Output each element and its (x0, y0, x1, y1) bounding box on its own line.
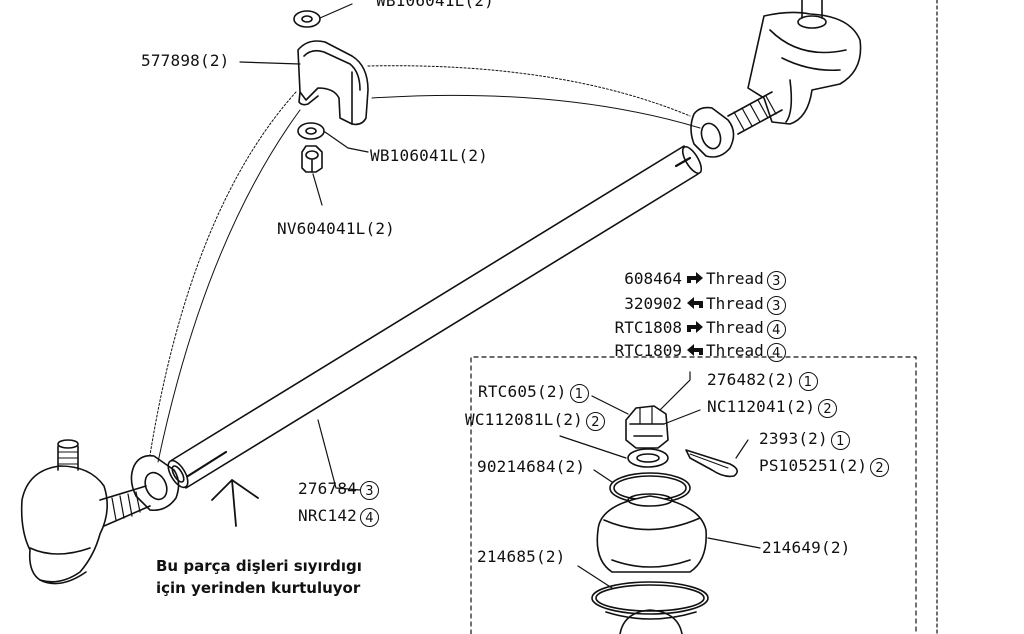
label-276784-part: 276784 (298, 479, 357, 498)
left-hand-thread-icon (686, 343, 704, 357)
leader (593, 469, 613, 483)
clamp-right (690, 106, 735, 158)
boot-214649 (596, 493, 707, 573)
leader (559, 435, 627, 459)
leader (663, 409, 701, 425)
ref-circle: 4 (766, 320, 786, 339)
leader (735, 439, 749, 459)
label-276482-part: 276482(2) (707, 370, 796, 389)
label-nv604041l: NV604041L(2) (277, 219, 395, 238)
ref-circle: 1 (569, 384, 589, 403)
label-nc112041: NC112041(2)2 (707, 397, 838, 418)
washer-mid (297, 122, 325, 140)
tie-rod-end-right (727, 0, 862, 135)
label-ps105251: PS105251(2)2 (759, 456, 890, 477)
label-rtc605-part: RTC605(2) (478, 382, 567, 401)
leader (591, 395, 629, 415)
leader (319, 3, 353, 19)
thread-part-number: RTC1808 (614, 318, 682, 337)
pointer-arrow (211, 479, 259, 527)
ring-214685 (591, 581, 709, 615)
label-wc112081l-part: WC112081L(2) (465, 410, 583, 429)
guide-line (149, 91, 297, 456)
thread-part-number: 608464 (624, 269, 682, 288)
thread-word: Thread (706, 294, 764, 313)
leader (239, 61, 301, 65)
label-wb106041l-top: WB106041L(2) (376, 0, 494, 10)
ref-circle: 3 (766, 296, 786, 315)
guide-line (157, 109, 301, 463)
ball-socket-base (605, 609, 697, 634)
guide-line (367, 65, 691, 117)
ref-circle: 3 (766, 271, 786, 290)
washer-wc112081l (627, 448, 669, 468)
clamp-left (130, 454, 180, 512)
leader (312, 173, 323, 206)
split-pin (685, 449, 738, 478)
ref-circle: 2 (870, 458, 890, 477)
label-276482: 276482(2)1 (707, 371, 818, 391)
label-2393-part: 2393(2) (759, 429, 828, 448)
ref-circle: 1 (830, 431, 850, 450)
washer-top (293, 10, 321, 28)
label-rtc605: RTC605(2)1 (478, 383, 589, 403)
leader (577, 565, 613, 589)
label-nc112041-part: NC112041(2) (707, 397, 816, 416)
leader (659, 371, 691, 411)
tie-rod-end-left (20, 439, 151, 585)
label-ps105251-part: PS105251(2) (759, 456, 868, 475)
clamp-577898 (297, 40, 369, 126)
label-577898: 577898(2) (141, 51, 230, 70)
ref-circle: 2 (818, 399, 838, 418)
ref-circle: 1 (798, 372, 818, 391)
thread-part-number: RTC1809 (614, 341, 682, 360)
ref-circle: 4 (360, 508, 379, 527)
label-wb106041l: WB106041L(2) (370, 146, 488, 165)
thread-part-number: 320902 (624, 294, 682, 313)
detail-box-dashed (470, 356, 917, 634)
guide-line (371, 94, 701, 129)
thread-word: Thread (706, 269, 764, 288)
ref-circle: 3 (360, 481, 379, 500)
ref-circle: 2 (586, 412, 605, 431)
leader (324, 131, 369, 153)
label-nrc142-part: NRC142 (298, 506, 357, 525)
leader (707, 537, 761, 549)
annotation-line-1: Bu parça dişleri sıyırdıgı (156, 557, 362, 575)
thread-word: Thread (706, 341, 764, 360)
thread-word: Thread (706, 318, 764, 337)
label-90214684: 90214684(2) (477, 457, 586, 476)
leader (317, 419, 361, 491)
label-2393: 2393(2)1 (759, 430, 850, 450)
label-214685: 214685(2) (477, 547, 566, 566)
label-214649: 214649(2) (762, 538, 851, 557)
nut-nv604041l (301, 145, 323, 173)
castle-nut (625, 405, 669, 449)
right-hand-thread-icon (686, 320, 704, 334)
tube-276784 (167, 145, 703, 489)
right-hand-thread-icon (686, 271, 704, 285)
ref-circle: 4 (766, 343, 786, 362)
label-wc112081l: WC112081L(2)2 (465, 411, 605, 431)
left-hand-thread-icon (686, 296, 704, 310)
annotation-line-2: için yerinden kurtuluyor (156, 579, 361, 597)
